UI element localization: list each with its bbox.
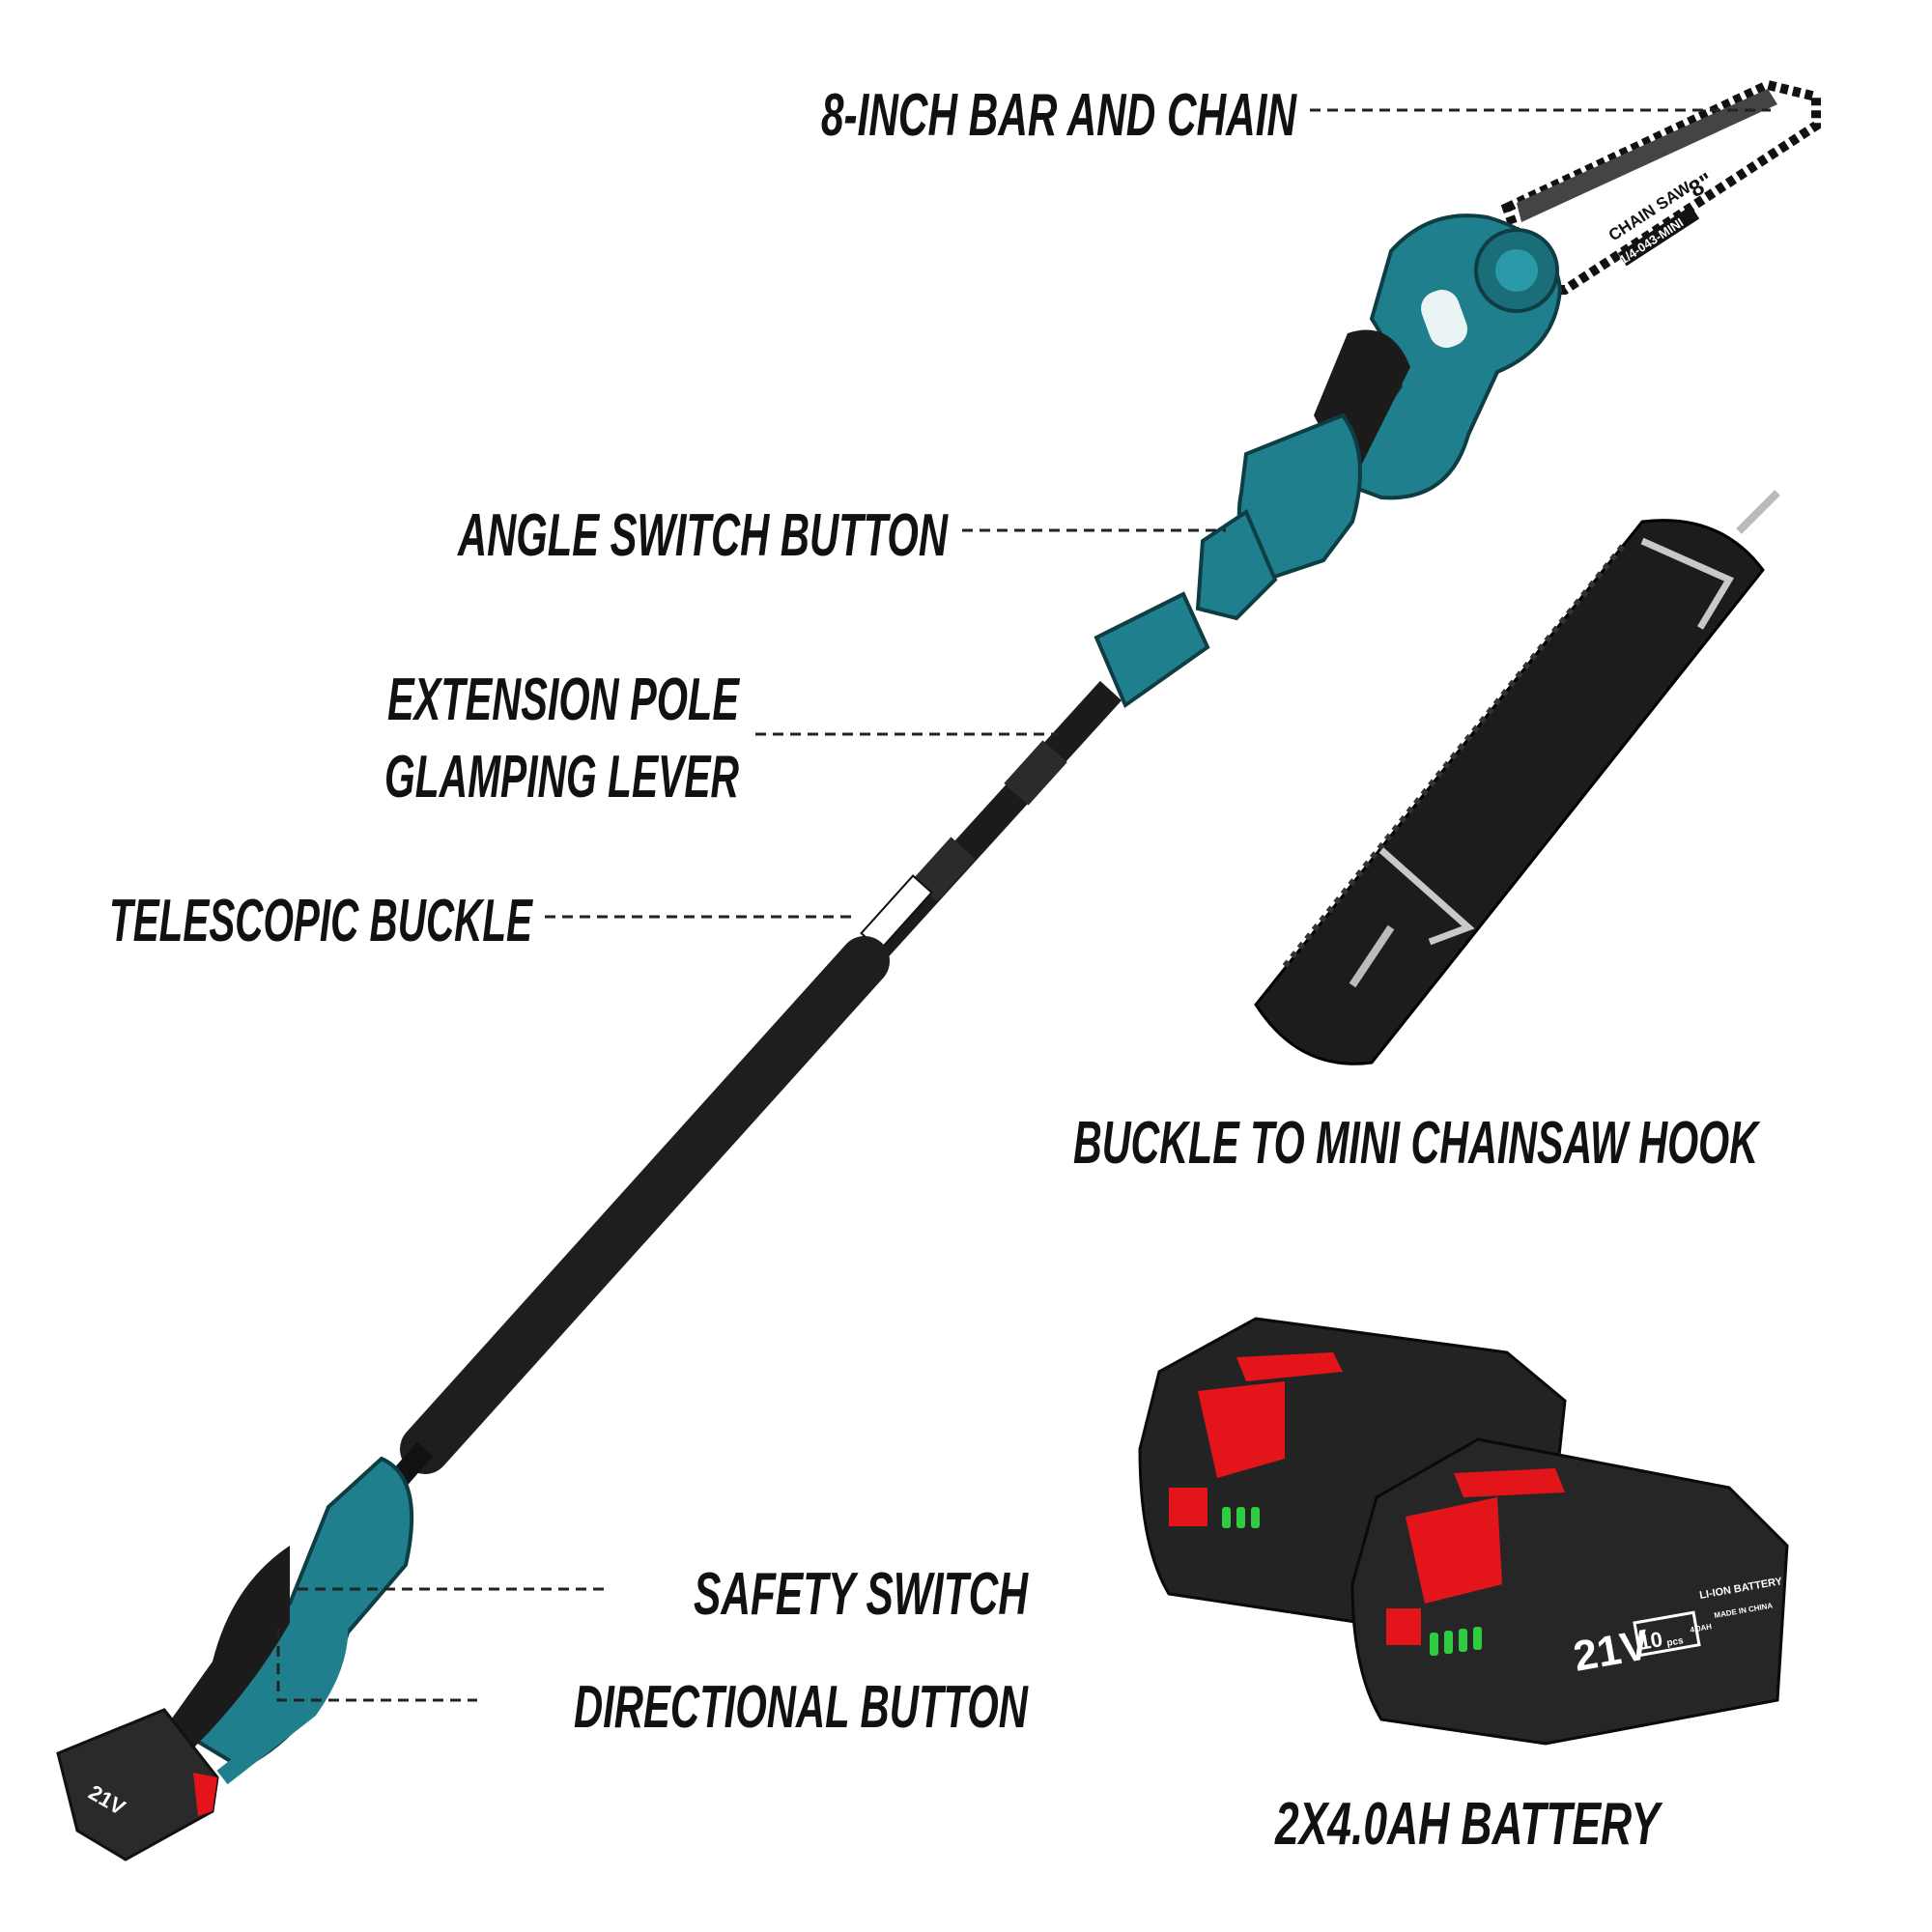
strap-hook-icon [1736, 490, 1780, 534]
label-directional-button: DIRECTIONAL BUTTON [574, 1674, 1029, 1741]
strap-hook-icon [1349, 924, 1395, 988]
label-battery: 2X4.0AH BATTERY [1274, 1791, 1663, 1858]
clamping-lever[interactable] [1004, 740, 1067, 806]
battery-capacity-text: 4.0AH [1690, 1622, 1713, 1634]
tool-battery: 21V [56, 1708, 219, 1861]
clamping-lever[interactable] [912, 837, 976, 902]
battery-cells-text: 10 [1637, 1627, 1664, 1655]
battery-cells-unit: pcs [1666, 1635, 1685, 1649]
label-angle-switch: ANGLE SWITCH BUTTON [457, 502, 949, 569]
battery-pack-front: 21V 10 pcs LI-ION BATTERY 4.0AH MADE IN … [1350, 1437, 1789, 1746]
leader-directional-button [276, 1629, 477, 1702]
foam-grip [400, 936, 890, 1474]
label-bar-and-chain: 8-INCH BAR AND CHAIN [821, 82, 1297, 149]
label-extension-pole-2: GLAMPING LEVER [384, 744, 739, 810]
label-safety-switch: SAFETY SWITCH [694, 1561, 1029, 1628]
rear-handle [164, 1456, 414, 1785]
label-extension-pole-1: EXTENSION POLE [387, 667, 740, 733]
label-strap: BUCKLE TO MINI CHAINSAW HOOK [1073, 1110, 1761, 1177]
saw-head [1094, 213, 1563, 709]
shoulder-strap [1254, 490, 1780, 1065]
label-telescopic-buckle: TELESCOPIC BUCKLE [109, 888, 533, 954]
